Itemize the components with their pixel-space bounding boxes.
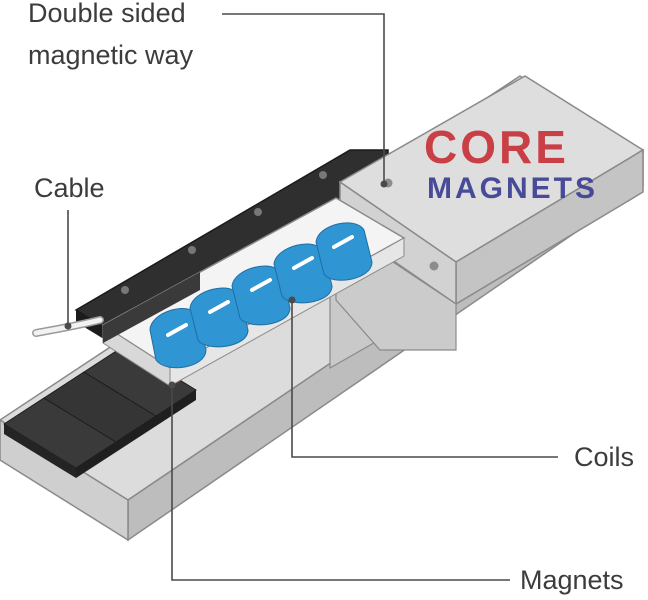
coil-windings: [149, 222, 373, 369]
leader-lines: [67, 13, 558, 581]
leader-magnets: [171, 385, 510, 581]
magnet-array: [3, 345, 197, 478]
label-magnets: Magnets: [520, 565, 624, 595]
label-coils: Coils: [574, 442, 635, 472]
carriage-block: [335, 75, 645, 351]
leader-magnetic-way: [222, 13, 385, 184]
label-magnetic-way-line2: magnetic way: [28, 40, 194, 70]
leader-coils: [291, 300, 558, 458]
label-cable: Cable: [34, 173, 105, 203]
label-magnetic-way-line1: Double sided: [28, 0, 186, 28]
logo-core: CORE: [424, 121, 569, 173]
leader-endpoints: [64, 180, 388, 389]
logo-magnets: MAGNETS: [427, 172, 598, 205]
